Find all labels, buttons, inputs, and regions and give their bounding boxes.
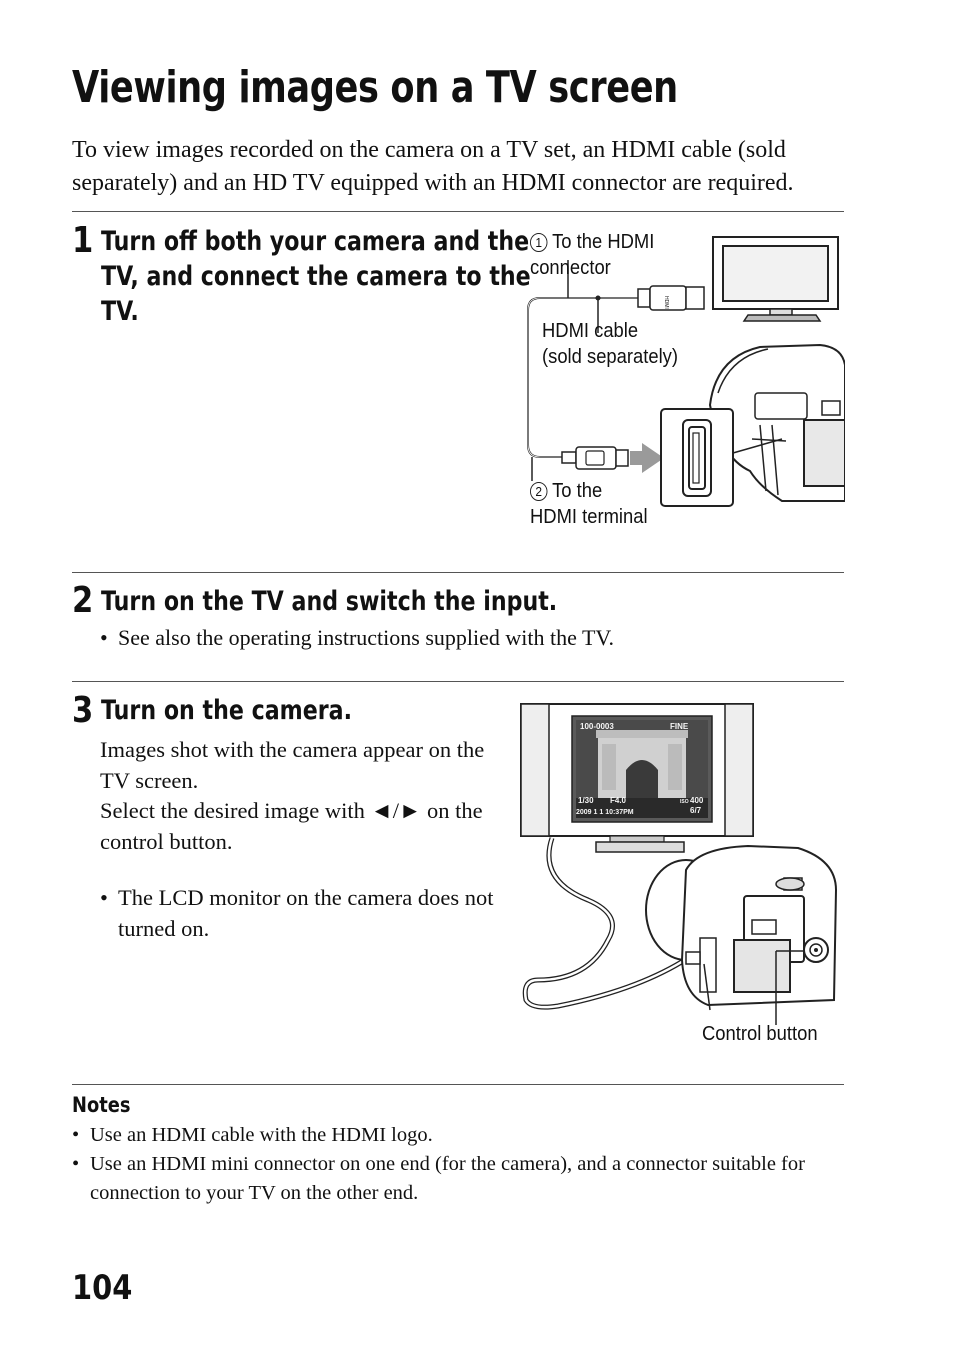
notes-heading: Notes	[72, 1093, 131, 1117]
hdmi-cable-label: HDMI cable (sold separately)	[542, 318, 678, 370]
page-title: Viewing images on a TV screen	[72, 62, 678, 113]
step-1-title-line: Turn off both your camera and the	[101, 226, 530, 257]
step-2-bullet: See also the operating instructions supp…	[100, 625, 954, 651]
hdmi-connection-diagram: HDMI	[527, 236, 845, 507]
hdmi-logo-text: HDMI	[663, 296, 669, 309]
divider	[72, 572, 844, 573]
tv-icon	[520, 703, 754, 853]
step-2-number: 2	[72, 580, 94, 621]
intro-paragraph: To view images recorded on the camera on…	[72, 137, 794, 196]
osd-count: 6/7	[690, 806, 702, 815]
step-1-title: Turn off both your camera and the TV, an…	[101, 224, 531, 329]
hdmi-port-zoom	[660, 408, 783, 507]
notes-list: Use an HDMI cable with the HDMI logo. Us…	[72, 1121, 852, 1208]
label-2-marker: 2	[530, 482, 548, 501]
control-button-label: Control button	[702, 1023, 818, 1045]
control-button-icon	[803, 937, 829, 963]
tv-playback-diagram: 100-0003 FINE 1/30 F4.0 ISO 400 2009 1 1…	[520, 703, 838, 1025]
step-3-bullet: The LCD monitor on the camera does not t…	[100, 883, 518, 944]
camera-icon	[708, 343, 845, 502]
osd-iso: 400	[690, 796, 704, 805]
osd-folder: 100-0003	[580, 722, 614, 731]
page-number: 104	[72, 1268, 133, 1308]
cable-label-line: HDMI cable	[542, 320, 639, 342]
label-1-line: connector	[530, 257, 611, 279]
insert-arrow-icon	[630, 443, 664, 473]
osd-shutter: 1/30	[578, 796, 594, 805]
step-1-title-line: TV.	[101, 296, 139, 327]
label-1-line: To the HDMI	[552, 231, 655, 253]
label-1-marker: 1	[530, 233, 548, 252]
step-3-paragraph: Select the desired image with ◄/► on the…	[100, 798, 483, 854]
divider	[72, 211, 844, 212]
screen-osd: 100-0003 FINE 1/30 F4.0 ISO 400 2009 1 1…	[576, 722, 704, 816]
hdmi-mini-connector-icon	[561, 446, 629, 470]
hdmi-connector-icon: HDMI	[637, 285, 705, 311]
cable-label-line: (sold separately)	[542, 346, 679, 368]
label-2-line: To the	[552, 480, 603, 502]
step-2-title: Turn on the TV and switch the input.	[101, 586, 558, 617]
step-1-number: 1	[72, 220, 94, 261]
tv-icon	[712, 236, 839, 322]
camera-icon	[645, 844, 838, 1011]
divider	[72, 681, 844, 682]
osd-iso-label: ISO	[680, 799, 689, 805]
osd-quality: FINE	[670, 722, 689, 731]
osd-date: 2009 1 1 10:37PM	[576, 809, 634, 816]
osd-aperture: F4.0	[610, 796, 627, 805]
label-2-line: HDMI terminal	[530, 506, 648, 528]
step-3-title: Turn on the camera.	[101, 695, 352, 726]
note-item: Use an HDMI cable with the HDMI logo.	[72, 1121, 852, 1150]
step-1-title-line: TV, and connect the camera to the	[101, 261, 531, 292]
divider	[72, 1084, 844, 1085]
note-item: Use an HDMI mini connector on one end (f…	[72, 1150, 852, 1208]
step-3-number: 3	[72, 690, 94, 731]
step-3-paragraph: Images shot with the camera appear on th…	[100, 737, 485, 793]
